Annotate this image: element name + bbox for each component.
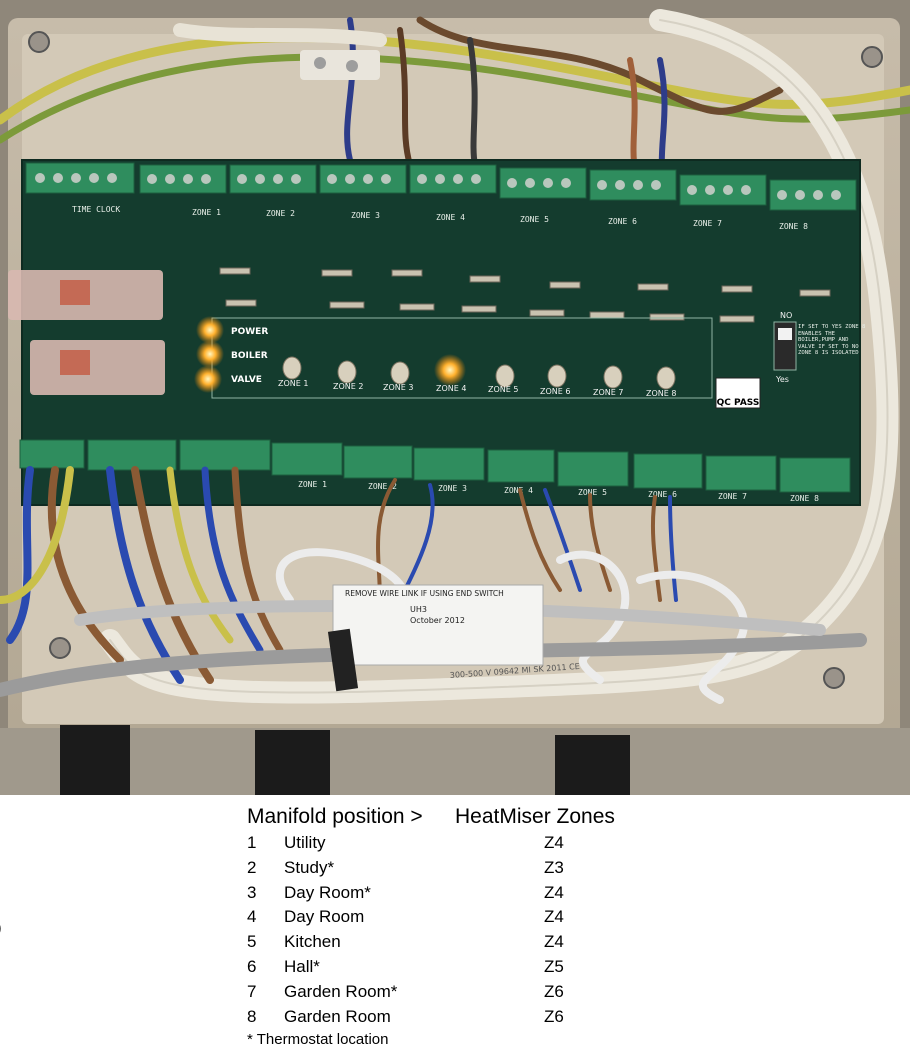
table-row: 5 Kitchen Z4 bbox=[247, 930, 807, 955]
zone-led-label-8: ZONE 8 bbox=[646, 389, 676, 398]
heatmiser-zone: Z4 bbox=[544, 833, 564, 852]
table-footnote: * Thermostat location bbox=[247, 1031, 389, 1049]
room-location: Day Room bbox=[284, 907, 365, 927]
zone-led-label-7: ZONE 7 bbox=[593, 388, 623, 397]
room-location: Garden Room bbox=[284, 1006, 391, 1026]
room-location: Kitchen bbox=[284, 932, 341, 952]
qc-pass-stamp: QC PASS bbox=[717, 398, 760, 408]
manifold-position: 1 bbox=[247, 833, 257, 852]
pcb-label-zone-3: ZONE 3 bbox=[351, 211, 380, 220]
heatmiser-zone: Z3 bbox=[544, 857, 564, 877]
heatmiser-zone: Z5 bbox=[544, 956, 564, 976]
led-label-boiler: BOILER bbox=[231, 351, 268, 361]
room-location: Hall* bbox=[284, 956, 320, 976]
sticker-header: REMOVE WIRE LINK IF USING END SWITCH bbox=[345, 589, 504, 598]
room-location: Garden Room* bbox=[284, 981, 398, 1001]
manifold-position: 8 bbox=[247, 1006, 257, 1026]
bottom-label-zone-6: ZONE 6 bbox=[648, 490, 677, 499]
heatmiser-zone: Z4 bbox=[544, 882, 564, 902]
heatmiser-zone: Z4 bbox=[544, 932, 564, 952]
bottom-label-zone-1: ZONE 1 bbox=[298, 480, 327, 489]
table-header: Manifold position > HeatMiser Zones bbox=[247, 803, 807, 831]
relays bbox=[8, 270, 165, 395]
pcb-label-zone-2: ZONE 2 bbox=[266, 209, 295, 218]
product-sticker: REMOVE WIRE LINK IF USING END SWITCH UH3… bbox=[332, 584, 544, 666]
bottom-label-zone-5: ZONE 5 bbox=[578, 488, 607, 497]
zone-led-label-6: ZONE 6 bbox=[540, 387, 570, 396]
pcb-label-zone-4: ZONE 4 bbox=[436, 213, 465, 222]
manifold-zone-table: Manifold position > HeatMiser Zones 1 Uti… bbox=[247, 803, 807, 1051]
table-row: 8 Garden Room Z6 bbox=[247, 1005, 807, 1030]
cropped-edge-text: ) bbox=[0, 918, 2, 938]
status-leds bbox=[194, 316, 224, 393]
pcb-label-zone-6: ZONE 6 bbox=[608, 217, 637, 226]
manifold-position: 2 bbox=[247, 857, 257, 877]
pcb-label-zone-7: ZONE 7 bbox=[693, 219, 722, 228]
heatmiser-zone: Z6 bbox=[544, 1006, 564, 1026]
pcb-label-zone-8: ZONE 8 bbox=[779, 222, 808, 231]
pcb-label-zone-1: ZONE 1 bbox=[192, 208, 221, 217]
manifold-position: 5 bbox=[247, 932, 257, 952]
bottom-label-zone-8: ZONE 8 bbox=[790, 494, 819, 503]
bottom-label-zone-2: ZONE 2 bbox=[368, 482, 397, 491]
zone-led-label-4: ZONE 4 bbox=[436, 384, 466, 393]
switch-note: IF SET TO YES ZONE 8 ENABLES THE BOILER,… bbox=[798, 324, 866, 357]
led-label-power: POWER bbox=[231, 327, 268, 337]
manifold-position: 3 bbox=[247, 882, 257, 902]
heatmiser-zone: Z4 bbox=[544, 907, 564, 927]
switch-yes-label: Yes bbox=[775, 375, 789, 384]
sticker-model: UH3 bbox=[410, 605, 427, 614]
table-row: 2 Study* Z3 bbox=[247, 856, 807, 881]
bottom-label-zone-7: ZONE 7 bbox=[718, 492, 747, 501]
bottom-label-zone-3: ZONE 3 bbox=[438, 484, 467, 493]
pcb-label-time-clock: TIME CLOCK bbox=[72, 205, 120, 214]
table-row: 6 Hall* Z5 bbox=[247, 955, 807, 980]
manifold-position: 4 bbox=[247, 907, 257, 927]
header-manifold-position: Manifold position > bbox=[247, 805, 423, 828]
led-label-valve: VALVE bbox=[231, 375, 262, 385]
room-location: Study* bbox=[284, 857, 335, 877]
pcb-label-zone-5: ZONE 5 bbox=[520, 215, 549, 224]
zone-led-label-5: ZONE 5 bbox=[488, 385, 518, 394]
table-row: 1 Utility Z4 bbox=[247, 831, 807, 856]
table-row: 3 Day Room* Z4 bbox=[247, 881, 807, 906]
header-heatmiser-zones: HeatMiser Zones bbox=[455, 805, 615, 828]
manifold-position: 6 bbox=[247, 956, 257, 976]
zone-leds bbox=[282, 354, 676, 390]
zone-led-label-1: ZONE 1 bbox=[278, 379, 308, 388]
bottom-terminal-blocks bbox=[19, 439, 851, 493]
enclosure-screws bbox=[28, 31, 883, 689]
table-row: 7 Garden Room* Z6 bbox=[247, 980, 807, 1005]
manifold-position: 7 bbox=[247, 981, 257, 1001]
heatmiser-zone: Z6 bbox=[544, 981, 564, 1001]
zone-led-label-2: ZONE 2 bbox=[333, 382, 363, 391]
wiring-centre-photo: TIME CLOCK ZONE 1 ZONE 2 ZONE 3 ZONE 4 Z… bbox=[0, 0, 910, 795]
room-location: Utility bbox=[284, 833, 326, 852]
switch-no-label: NO bbox=[780, 311, 792, 320]
table-row: 4 Day Room Z4 bbox=[247, 905, 807, 930]
zone-led-label-3: ZONE 3 bbox=[383, 383, 413, 392]
sticker-date: October 2012 bbox=[410, 616, 465, 625]
room-location: Day Room* bbox=[284, 882, 371, 902]
